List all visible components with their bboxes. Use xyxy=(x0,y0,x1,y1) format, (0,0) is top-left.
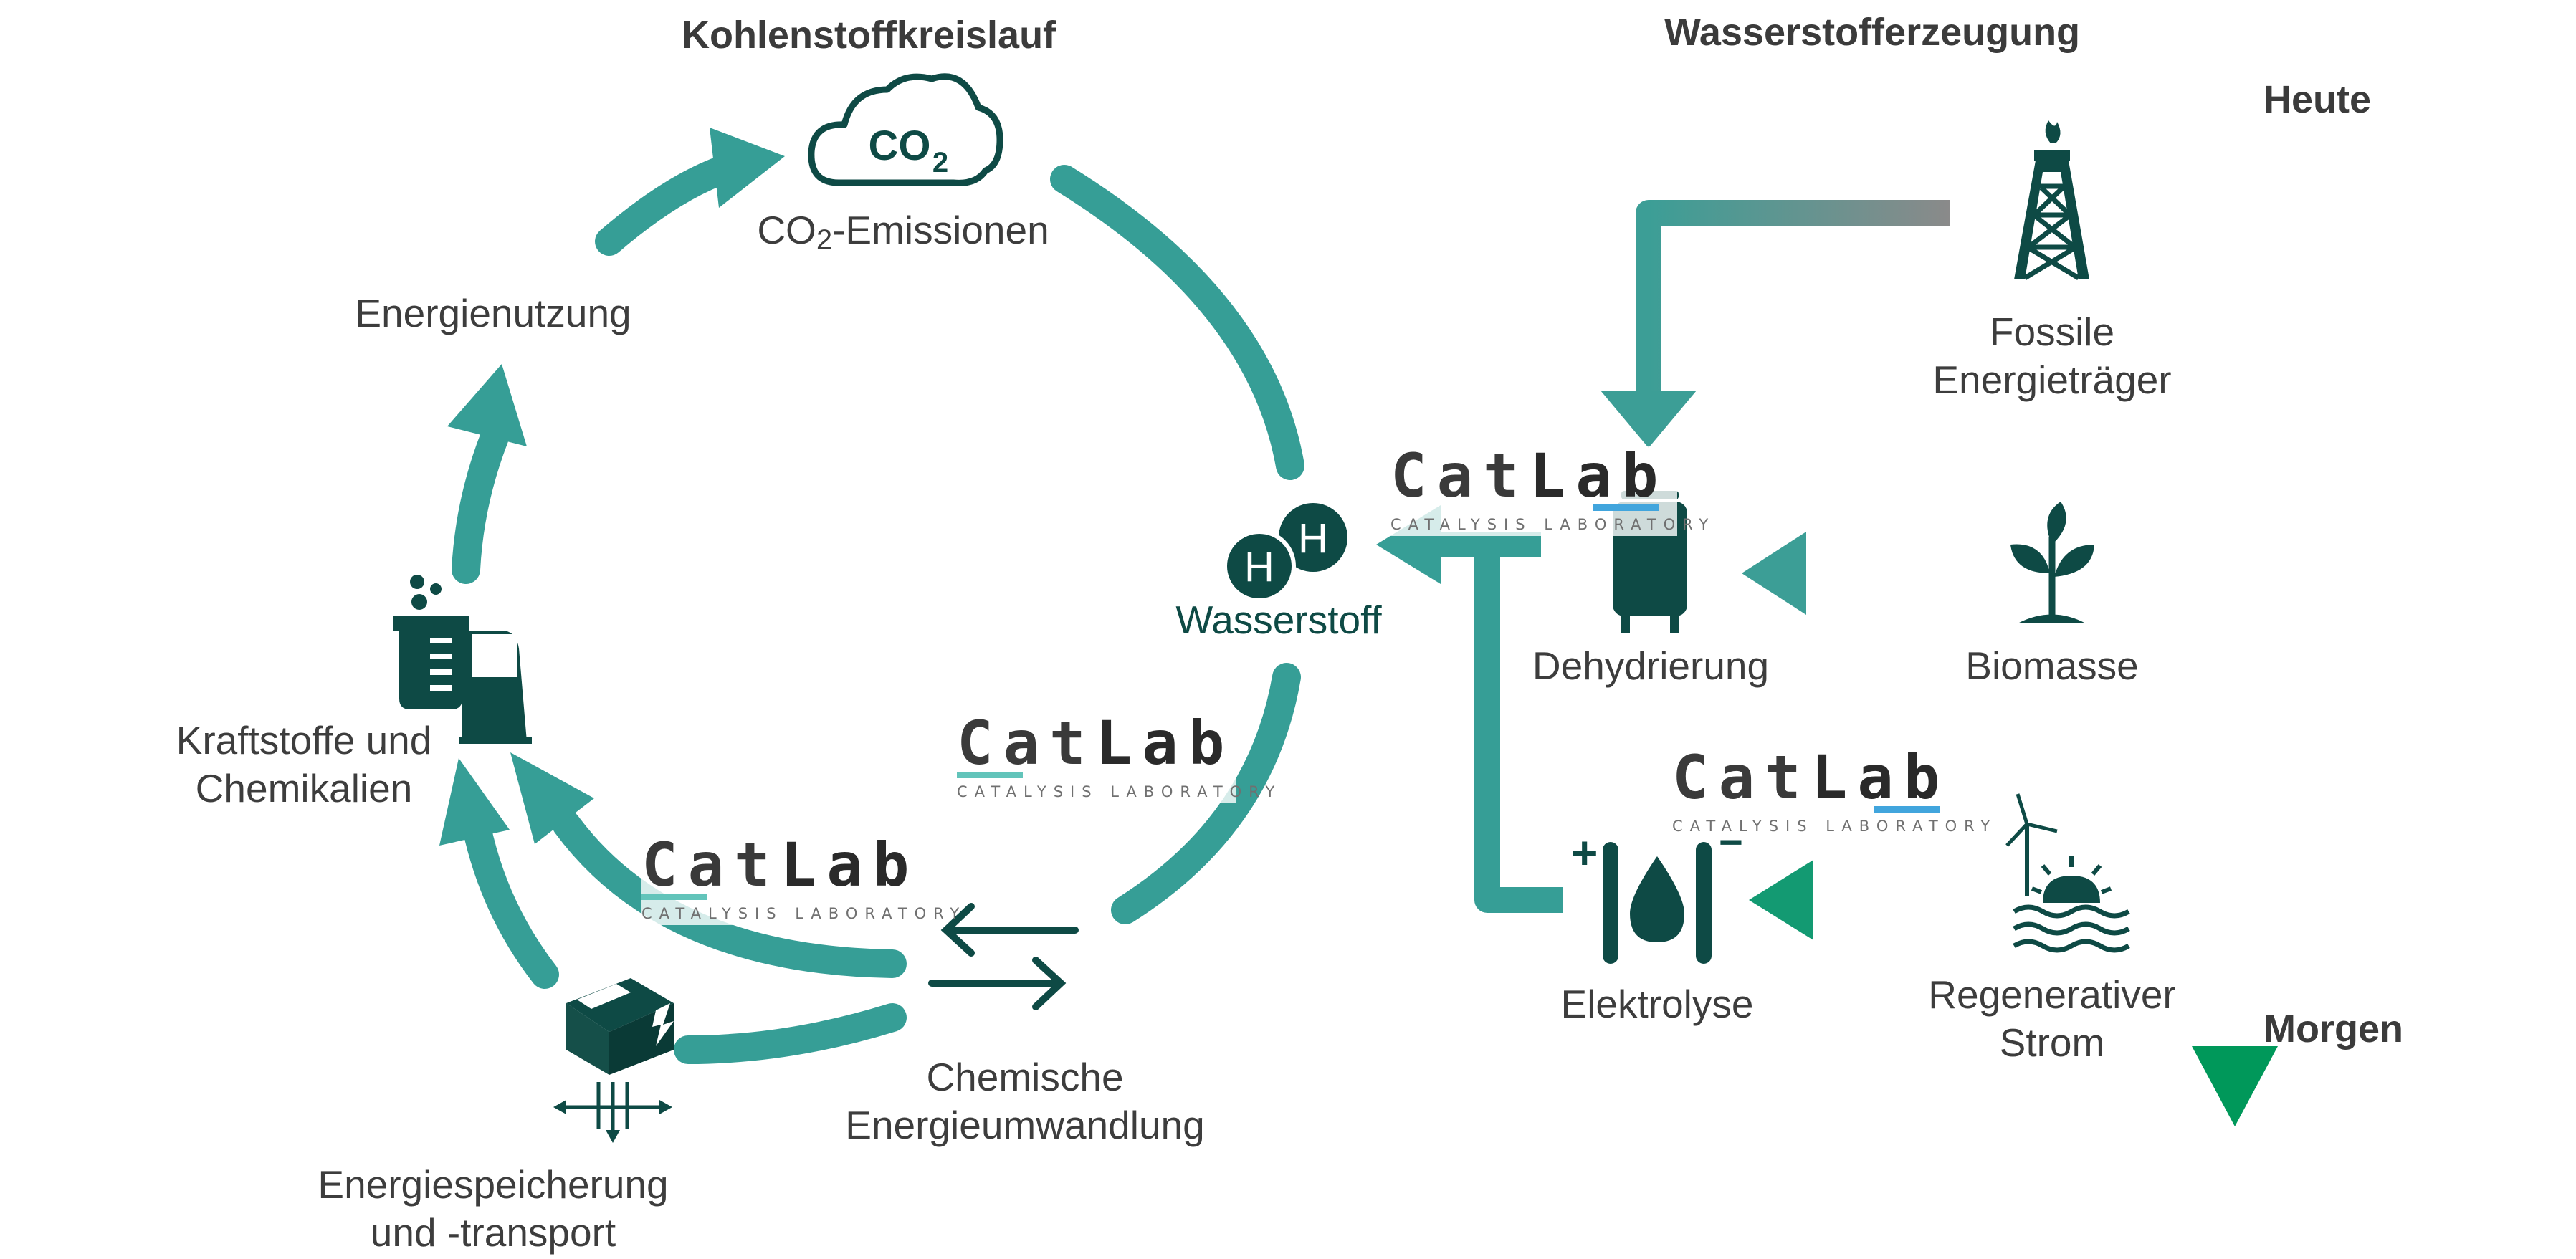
arrow-fuels-to-use-head xyxy=(447,364,527,446)
plus-sign: + xyxy=(1571,827,1598,879)
co2-label-main: CO xyxy=(757,208,816,252)
catlab-bar xyxy=(1593,504,1659,511)
storage-line-2: und -transport xyxy=(370,1210,616,1255)
co2-cloud-text: CO xyxy=(869,123,931,169)
storage-line-1: Energiespeicherung xyxy=(318,1162,669,1207)
heading-carbon-cycle: Kohlenstoffkreislauf xyxy=(681,14,1056,57)
arrow-conversion-to-fuels-head xyxy=(510,752,594,844)
arrow-conversion-to-storage xyxy=(674,1003,907,1064)
hydrogen-label: Wasserstoff xyxy=(1175,598,1382,642)
catlab-word-a: Cat xyxy=(1672,742,1811,813)
catlab-word-a: Cat xyxy=(1390,441,1530,511)
renewable-line-1: Regenerativer xyxy=(1928,972,2176,1017)
arrow-fossil-head xyxy=(1601,391,1697,448)
arrow-conversion-to-fuels xyxy=(552,810,907,978)
timeline-top-label: Heute xyxy=(2263,78,2372,121)
catlab-bar xyxy=(957,772,1023,778)
fuels-line-1: Kraftstoffe und xyxy=(176,718,432,762)
catlab-subtitle: CATALYSIS LABORATORY xyxy=(641,905,967,922)
arrow-storage-to-fuels-head xyxy=(439,758,510,846)
electrolyzer-icon xyxy=(1603,842,1712,964)
catlab-watermark: CatLab CATALYSIS LABORATORY xyxy=(1390,446,1708,536)
fuels-chemicals-label: Kraftstoffe und Chemikalien xyxy=(176,717,432,813)
conversion-line-2: Energieumwandlung xyxy=(845,1103,1205,1147)
heading-hydrogen-production: Wasserstofferzeugung xyxy=(1664,11,2081,54)
biomass-label: Biomasse xyxy=(1965,643,2139,688)
timeline-arrow xyxy=(2192,75,2278,1126)
catlab-word-b: Lab xyxy=(1095,708,1235,778)
catlab-word-b: Lab xyxy=(1529,441,1669,511)
arrow-to-co2 xyxy=(595,158,731,256)
hydrogen-molecule-icon: H H xyxy=(1223,503,1347,603)
wind-solar-icon xyxy=(2005,793,2130,953)
co2-label-rest: -Emissionen xyxy=(832,208,1049,252)
catlab-subtitle: CATALYSIS LABORATORY xyxy=(957,783,1282,800)
storage-box-icon xyxy=(553,978,674,1143)
chemical-conversion-label: Chemische Energieumwandlung xyxy=(845,1053,1204,1149)
plant-icon xyxy=(2010,502,2094,623)
fossil-label: Fossile Energieträger xyxy=(1932,308,2171,404)
arrow-to-co2-head xyxy=(710,128,785,208)
catlab-watermark: CatLab CATALYSIS LABORATORY xyxy=(1672,747,1990,838)
arrow-biomass-head xyxy=(1742,532,1806,615)
arrow-hydrogen-to-conversion xyxy=(1111,663,1301,924)
catlab-word-b: Lab xyxy=(780,830,920,900)
arrow-co2-to-hydrogen xyxy=(1050,165,1304,480)
exchange-arrows-icon xyxy=(928,903,1079,1010)
catlab-subtitle: CATALYSIS LABORATORY xyxy=(1672,818,1998,835)
catlab-bar xyxy=(1874,806,1940,813)
renewable-line-2: Strom xyxy=(1999,1020,2105,1065)
arrow-fuels-to-use xyxy=(452,423,509,584)
catlab-word-a: Cat xyxy=(641,830,781,900)
co2-cloud-icon: CO 2 xyxy=(808,73,1003,186)
catlab-watermark: CatLab CATALYSIS LABORATORY xyxy=(641,835,959,925)
catlab-word-b: Lab xyxy=(1811,742,1950,813)
arrow-storage-to-fuels xyxy=(462,813,559,989)
dehydrogenation-label: Dehydrierung xyxy=(1532,643,1770,688)
fuels-line-2: Chemikalien xyxy=(195,766,413,810)
oil-rig-icon xyxy=(2014,120,2089,280)
catlab-subtitle: CATALYSIS LABORATORY xyxy=(1390,516,1716,533)
catlab-word-a: Cat xyxy=(957,708,1096,778)
arrow-electrolysis-to-hydrogen xyxy=(1434,532,1563,913)
h-letter-2: H xyxy=(1244,544,1274,590)
energy-use-label: Energienutzung xyxy=(355,291,631,335)
cycle-arrows xyxy=(439,128,1304,1064)
catlab-watermark: CatLab CATALYSIS LABORATORY xyxy=(957,713,1274,803)
arrow-fossil-to-tank xyxy=(1636,200,1950,401)
storage-transport-label: Energiespeicherung und -transport xyxy=(318,1161,668,1257)
catlab-bar xyxy=(641,894,707,900)
arrow-renewable-head xyxy=(1749,860,1813,940)
co2-label-sub: 2 xyxy=(816,224,833,256)
h-letter-1: H xyxy=(1298,515,1328,562)
electrolysis-label: Elektrolyse xyxy=(1560,982,1754,1026)
co2-cloud-sub: 2 xyxy=(932,147,948,178)
conversion-line-1: Chemische xyxy=(926,1055,1124,1099)
renewable-label: Regenerativer Strom xyxy=(1928,971,2175,1067)
fossil-line-1: Fossile xyxy=(1989,310,2115,354)
co2-emissions-label: CO2-Emissionen xyxy=(757,206,1049,264)
beaker-fuel-pump-icon xyxy=(393,575,532,744)
timeline-bottom-label: Morgen xyxy=(2263,1007,2403,1050)
fossil-line-2: Energieträger xyxy=(1932,358,2172,402)
